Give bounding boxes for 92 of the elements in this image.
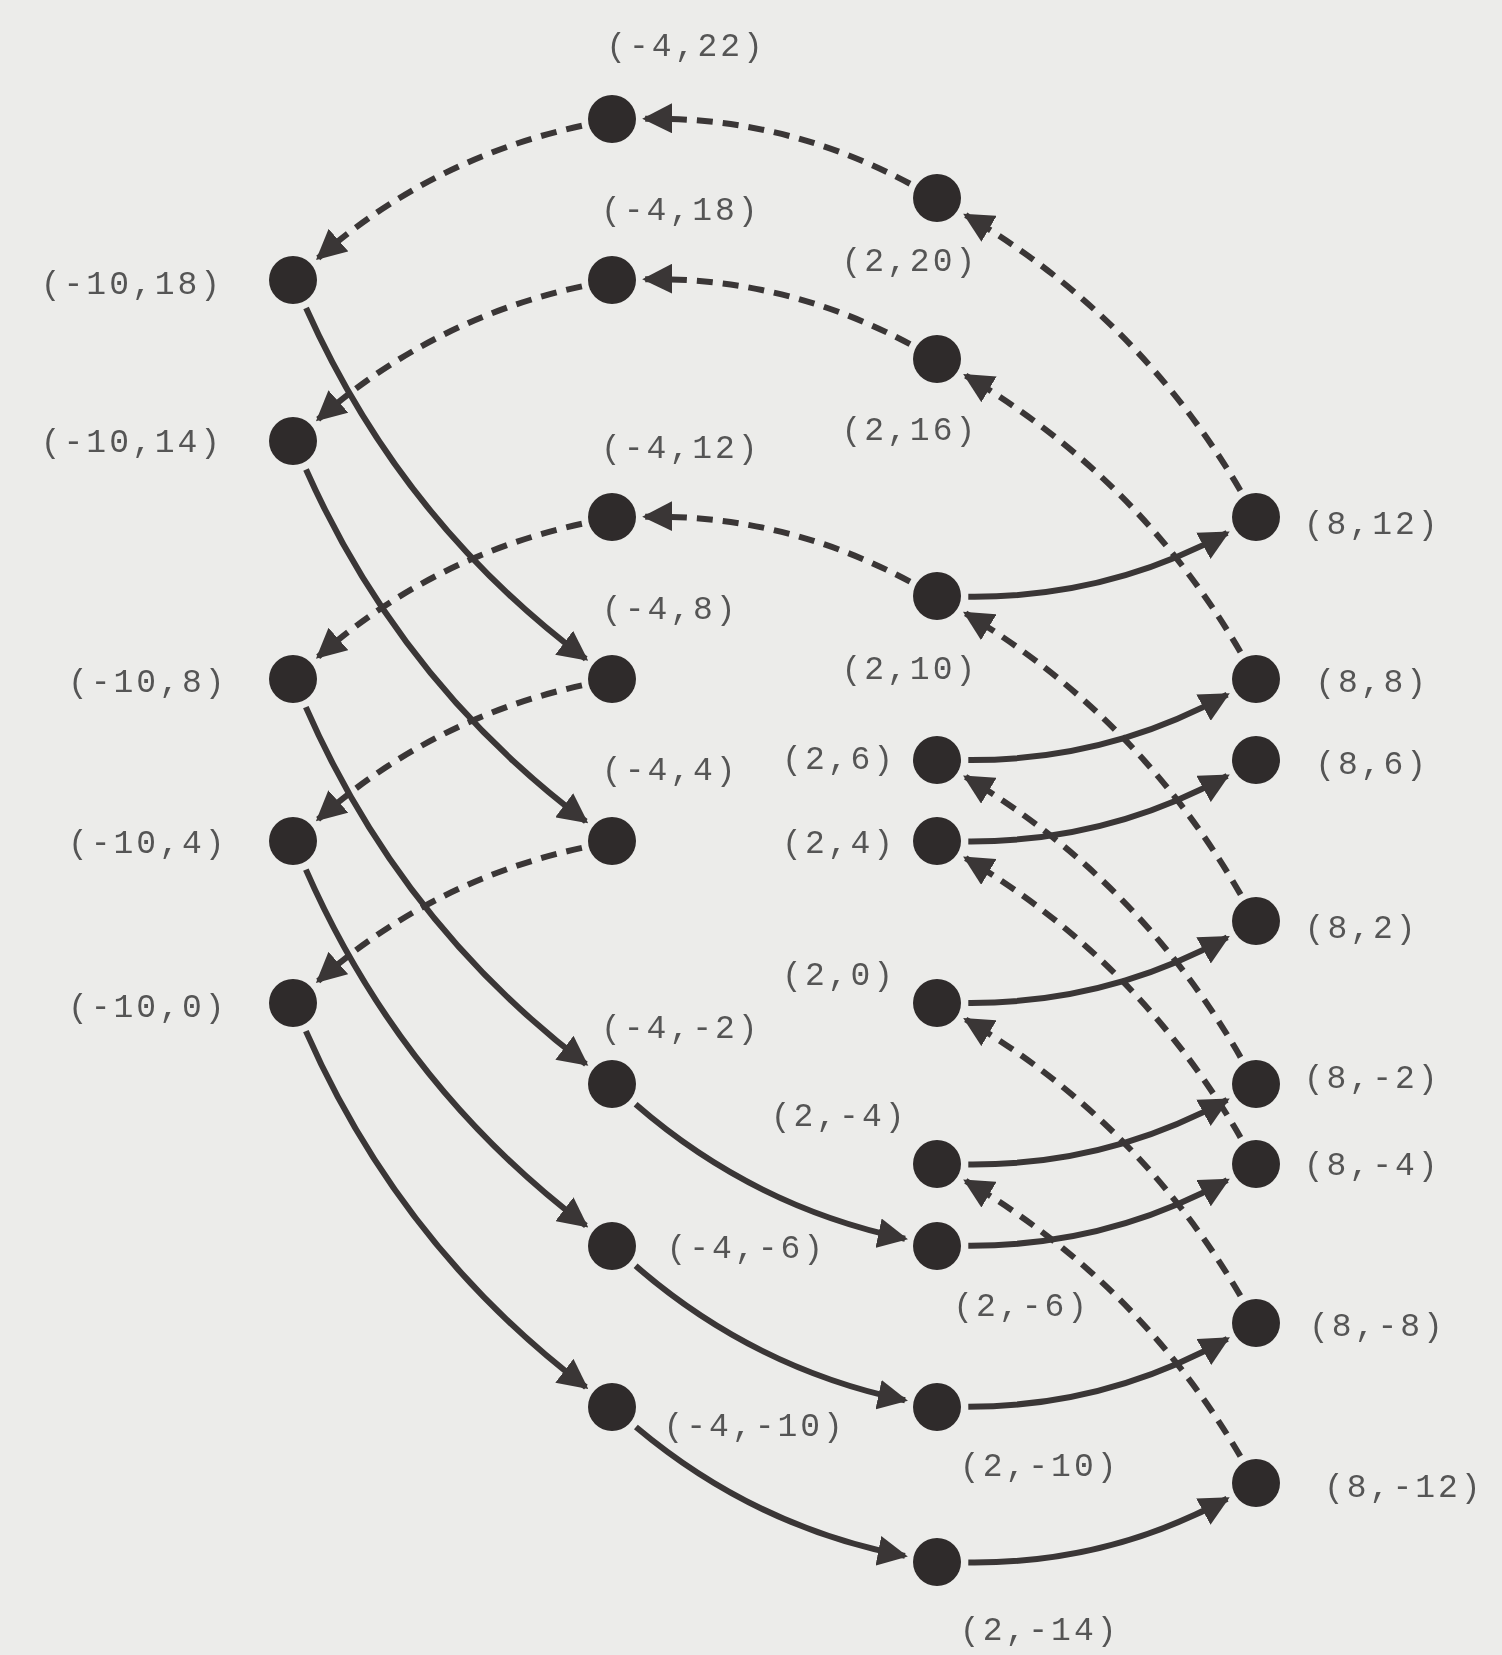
arrow <box>968 934 1230 1006</box>
coordinate-label: (2,4) <box>782 827 897 861</box>
point-dot <box>268 653 319 704</box>
arrow <box>633 1102 908 1248</box>
point-dot <box>1231 1458 1282 1508</box>
coordinate-label: (2,-4) <box>770 1100 908 1134</box>
dashed-arrow <box>963 1016 1243 1298</box>
arrow <box>968 1496 1230 1566</box>
coordinate-label: (2,-6) <box>953 1290 1091 1324</box>
arrow <box>968 773 1230 845</box>
dashed-arrow <box>963 373 1243 654</box>
dashed-arrow <box>642 103 912 187</box>
arrow <box>303 868 589 1228</box>
point-dot <box>912 977 963 1028</box>
point-dot <box>268 254 319 305</box>
point-dot <box>912 1537 963 1588</box>
point-dot <box>912 816 963 867</box>
coordinate-label: (2,16) <box>841 414 979 448</box>
dashed-arrow <box>642 501 912 585</box>
dashed-arrow <box>315 844 583 984</box>
coordinate-label: (2,-10) <box>959 1450 1120 1484</box>
dashed-arrow <box>315 682 583 822</box>
point-dot <box>587 1382 638 1432</box>
point-dot <box>587 653 638 704</box>
arrow <box>303 1029 589 1390</box>
point-dot <box>587 254 638 305</box>
coordinate-label: (8,-12) <box>1324 1471 1484 1505</box>
point-dot <box>587 492 638 543</box>
coordinate-label: (2,0) <box>782 959 897 993</box>
point-dot <box>912 1382 963 1432</box>
point-dot <box>1231 734 1282 785</box>
arrow <box>634 1424 908 1565</box>
dashed-arrow <box>642 264 912 347</box>
coordinate-label: (-10,8) <box>67 666 228 700</box>
arrow <box>303 705 589 1067</box>
arrow <box>968 691 1230 764</box>
dashed-arrow <box>315 283 583 422</box>
coordinate-label: (-10,0) <box>67 991 228 1025</box>
point-dot <box>912 734 963 785</box>
coordinate-label: (2,10) <box>841 653 979 687</box>
point-dot <box>912 1139 963 1190</box>
coordinate-label: (2,6) <box>782 743 897 777</box>
point-dot <box>1231 1059 1282 1109</box>
point-dot <box>268 977 319 1028</box>
coordinate-label: (-4,18) <box>601 194 761 228</box>
point-dot <box>1231 1139 1282 1190</box>
point-dot <box>1231 1297 1282 1348</box>
point-dot <box>587 816 638 867</box>
coordinate-label: (-4,22) <box>606 31 766 64</box>
arrow <box>968 1097 1230 1168</box>
coordinate-label: (-10,14) <box>40 426 224 460</box>
dashed-arrow <box>963 1178 1243 1458</box>
point-dot <box>268 416 319 467</box>
coordinate-label: (8,-2) <box>1303 1062 1441 1096</box>
coordinate-label: (-4,-2) <box>601 1012 761 1046</box>
arrow <box>968 530 1230 600</box>
point-dot <box>1231 492 1282 543</box>
arrow <box>633 1263 908 1409</box>
point-dot <box>1231 896 1282 947</box>
coordinate-label: (8,2) <box>1304 912 1419 946</box>
coordinate-label: (-10,4) <box>67 827 228 861</box>
point-dot <box>912 333 963 384</box>
coordinate-label: (-10,18) <box>40 268 224 302</box>
arrow <box>303 306 589 662</box>
point-dot <box>587 94 638 145</box>
dashed-arrow <box>315 520 583 660</box>
coordinate-label: (8,-4) <box>1303 1149 1441 1183</box>
coordinate-label: (-4,4) <box>601 754 739 787</box>
dashed-arrow <box>963 212 1243 493</box>
point-dot <box>587 1220 638 1271</box>
arrow <box>968 1336 1230 1410</box>
point-dot <box>587 1059 638 1109</box>
coordinate-label: (8,8) <box>1315 666 1430 700</box>
coordinate-label: (8,-8) <box>1309 1310 1446 1344</box>
arrow <box>303 468 589 824</box>
dashed-arrow <box>963 774 1244 1059</box>
coordinate-label: (2,-14) <box>959 1614 1120 1648</box>
point-dot <box>912 571 963 622</box>
coordinate-label: (-4,12) <box>601 432 761 466</box>
point-dot <box>1231 653 1282 704</box>
dashed-arrow <box>315 122 583 261</box>
coordinate-label: (8,6) <box>1315 748 1430 782</box>
arrow <box>968 1177 1230 1249</box>
coordinate-label: (-4,8) <box>601 593 739 627</box>
point-dot <box>268 816 319 867</box>
point-dot <box>912 1220 963 1271</box>
coordinate-label: (8,12) <box>1303 508 1441 542</box>
coordinate-label: (-4,-6) <box>666 1232 827 1266</box>
dashed-arrow <box>963 610 1244 897</box>
coordinate-label: (-4,-10) <box>663 1410 846 1444</box>
coordinate-label: (2,20) <box>841 245 979 279</box>
point-dot <box>912 173 963 224</box>
